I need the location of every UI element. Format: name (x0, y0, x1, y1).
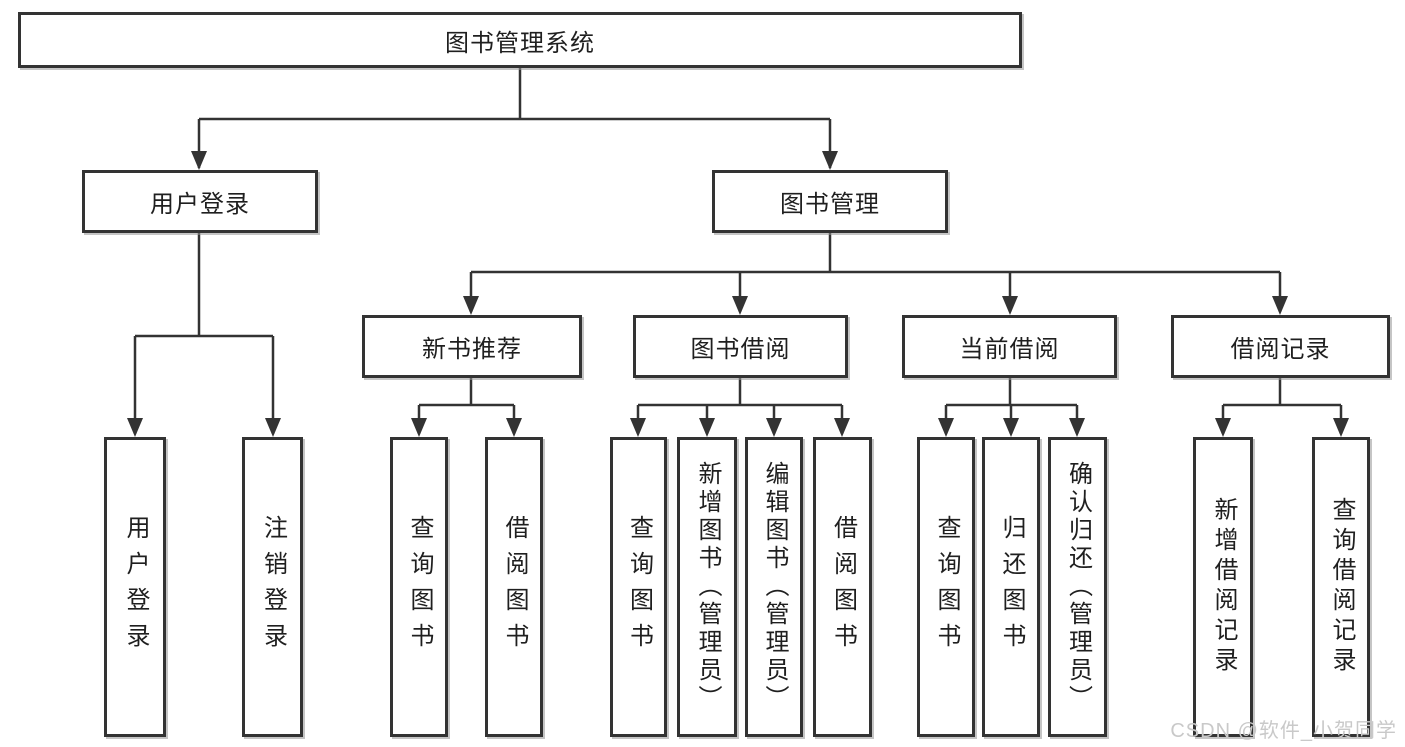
node-label: 借阅记录 (1230, 336, 1331, 363)
node-return-book: 归还图书 (982, 437, 1040, 737)
node-label: 查询图书 (625, 515, 653, 659)
node-label: 图书管理系统 (445, 29, 595, 57)
node-label: 注销登录 (259, 515, 287, 659)
node-label: 查询图书 (933, 515, 960, 659)
node-query-books: 查询图书 (610, 437, 667, 737)
node-edit-book-admin: 编辑图书（管理员） (745, 437, 803, 737)
node-label: 借阅图书 (829, 515, 857, 659)
node-add-book-admin: 新增图书（管理员） (677, 437, 737, 737)
node-label: 确认归还（管理员） (1064, 461, 1092, 713)
node-query-books: 查询图书 (917, 437, 975, 737)
node-new-book-recommend: 新书推荐 (362, 315, 582, 378)
node-label: 当前借阅 (959, 336, 1060, 363)
node-add-borrow-record: 新增借阅记录 (1193, 437, 1253, 737)
node-label: 归还图书 (998, 515, 1025, 659)
node-label: 新书推荐 (422, 336, 522, 363)
node-label: 借阅图书 (501, 515, 528, 659)
node-label: 用户登录 (150, 191, 250, 218)
node-book-borrow: 图书借阅 (633, 315, 848, 378)
node-query-borrow-record: 查询借阅记录 (1312, 437, 1370, 737)
node-confirm-return-admin: 确认归还（管理员） (1048, 437, 1107, 737)
node-label: 新增借阅记录 (1210, 497, 1237, 677)
node-label: 新增图书（管理员） (694, 461, 721, 713)
node-borrow-books: 借阅图书 (485, 437, 543, 737)
connector-lines (133, 68, 1343, 434)
node-current-borrow: 当前借阅 (902, 315, 1117, 378)
node-label: 查询借阅记录 (1328, 497, 1355, 677)
node-logout: 注销登录 (242, 437, 303, 737)
node-label: 图书借阅 (690, 336, 791, 363)
node-query-books: 查询图书 (390, 437, 448, 737)
node-label: 用户登录 (122, 515, 149, 659)
node-label: 图书管理 (780, 191, 880, 218)
node-book-management: 图书管理 (712, 170, 948, 233)
node-borrow-records: 借阅记录 (1171, 315, 1390, 378)
node-user-login-leaf: 用户登录 (104, 437, 166, 737)
node-label: 编辑图书（管理员） (761, 461, 788, 713)
node-borrow-books: 借阅图书 (813, 437, 872, 737)
node-label: 查询图书 (406, 515, 433, 659)
node-user-login: 用户登录 (82, 170, 318, 233)
node-library-management-system: 图书管理系统 (18, 12, 1022, 68)
